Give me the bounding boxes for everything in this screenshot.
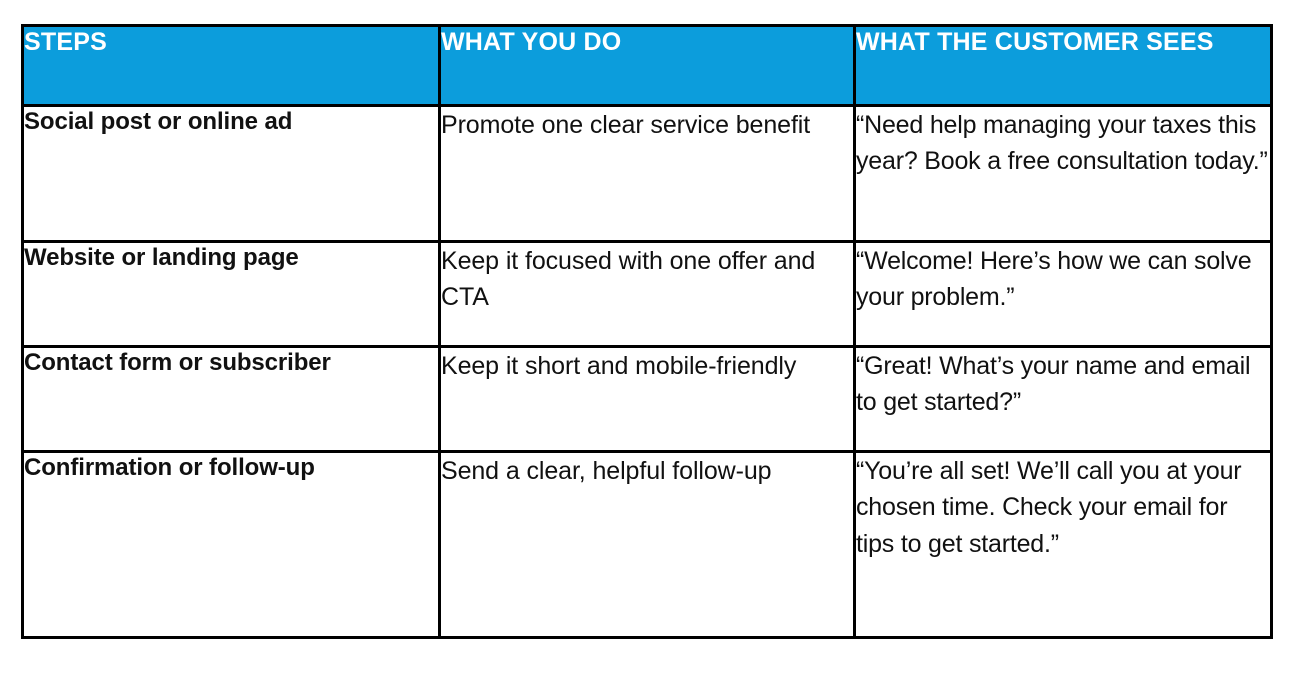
column-header-what-the-customer-sees-label: WHAT THE CUSTOMER SEES <box>856 28 1214 56</box>
table-row: Social post or online ad Promote one cle… <box>21 104 1273 243</box>
column-header-steps-label: STEPS <box>24 28 107 56</box>
cell-what-you-do-1: Promote one clear service benefit <box>438 104 856 243</box>
column-header-what-the-customer-sees: WHAT THE CUSTOMER SEES <box>853 24 1273 107</box>
customer-sees-text: “Welcome! Here’s how we can solve your p… <box>856 247 1252 312</box>
table-header: STEPS WHAT YOU DO WHAT THE CUSTOMER SEES <box>21 24 1273 107</box>
what-you-do-text: Promote one clear service benefit <box>441 111 811 139</box>
step-name: Contact form or subscriber <box>24 349 331 376</box>
column-header-what-you-do-label: WHAT YOU DO <box>441 28 622 56</box>
cell-step-1: Social post or online ad <box>21 104 441 243</box>
table-header-row: STEPS WHAT YOU DO WHAT THE CUSTOMER SEES <box>21 24 1273 107</box>
step-name: Confirmation or follow-up <box>24 454 315 481</box>
cell-step-2: Website or landing page <box>21 240 441 348</box>
cell-what-the-customer-sees-2: “Welcome! Here’s how we can solve your p… <box>853 240 1273 348</box>
what-you-do-text: Keep it short and mobile-friendly <box>441 352 797 380</box>
customer-sees-text: “You’re all set! We’ll call you at your … <box>856 457 1242 558</box>
table-row: Website or landing page Keep it focused … <box>21 240 1273 348</box>
customer-sees-text: “Great! What’s your name and email to ge… <box>856 352 1251 417</box>
column-header-what-you-do: WHAT YOU DO <box>438 24 856 107</box>
cell-what-you-do-4: Send a clear, helpful follow-up <box>438 450 856 639</box>
cell-step-3: Contact form or subscriber <box>21 345 441 453</box>
steps-table-container: STEPS WHAT YOU DO WHAT THE CUSTOMER SEES… <box>21 24 1273 639</box>
steps-table: STEPS WHAT YOU DO WHAT THE CUSTOMER SEES… <box>21 24 1273 639</box>
cell-step-4: Confirmation or follow-up <box>21 450 441 639</box>
what-you-do-text: Send a clear, helpful follow-up <box>441 457 772 485</box>
table-row: Contact form or subscriber Keep it short… <box>21 345 1273 453</box>
table-row: Confirmation or follow-up Send a clear, … <box>21 450 1273 639</box>
cell-what-the-customer-sees-4: “You’re all set! We’ll call you at your … <box>853 450 1273 639</box>
step-name: Social post or online ad <box>24 108 293 135</box>
cell-what-you-do-2: Keep it focused with one offer and CTA <box>438 240 856 348</box>
cell-what-the-customer-sees-3: “Great! What’s your name and email to ge… <box>853 345 1273 453</box>
what-you-do-text: Keep it focused with one offer and CTA <box>441 247 816 312</box>
cell-what-you-do-3: Keep it short and mobile-friendly <box>438 345 856 453</box>
table-body: Social post or online ad Promote one cle… <box>21 104 1273 639</box>
column-header-steps: STEPS <box>21 24 441 107</box>
step-name: Website or landing page <box>24 244 299 271</box>
cell-what-the-customer-sees-1: “Need help managing your taxes this year… <box>853 104 1273 243</box>
customer-sees-text: “Need help managing your taxes this year… <box>856 111 1268 176</box>
